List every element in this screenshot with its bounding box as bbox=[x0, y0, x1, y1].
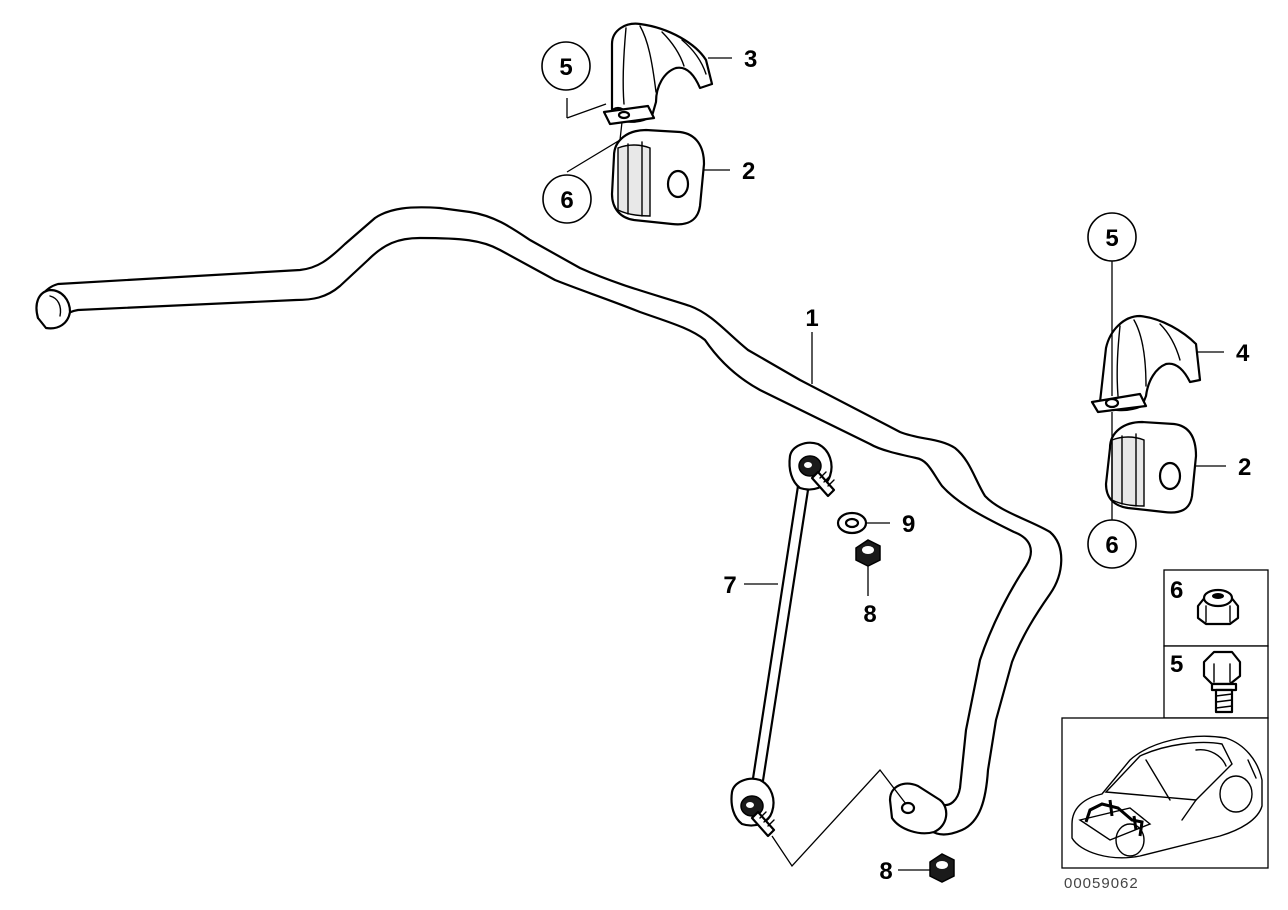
legend-nut: 6 bbox=[1163, 569, 1269, 647]
svg-text:5: 5 bbox=[1105, 225, 1118, 252]
label-nut-link-top: 8 bbox=[863, 601, 876, 628]
label-bracket-right: 4 bbox=[1236, 340, 1250, 367]
stabilizer-location-highlight bbox=[1084, 799, 1144, 837]
bracket-left bbox=[602, 22, 714, 126]
callout-nut-right: 6 bbox=[1087, 519, 1137, 569]
label-washer: 9 bbox=[902, 511, 915, 538]
callout-nut-top: 6 bbox=[542, 174, 592, 224]
svg-text:6: 6 bbox=[1170, 577, 1183, 604]
document-id: 00059062 bbox=[1064, 875, 1139, 892]
stabilizer-bar bbox=[35, 206, 1063, 836]
rubber-mounting-left bbox=[610, 128, 706, 226]
callout-screw-top: 5 bbox=[541, 41, 591, 91]
rubber-mounting-right bbox=[1104, 420, 1198, 514]
stabilizer-link bbox=[730, 441, 836, 838]
nut-link-bottom bbox=[929, 853, 955, 883]
label-nut-link-bottom: 8 bbox=[879, 858, 892, 885]
label-rubber-mounting-right: 2 bbox=[1238, 454, 1251, 481]
legend-screw: 5 bbox=[1163, 645, 1269, 719]
leader-lines bbox=[566, 57, 1226, 871]
washer bbox=[836, 511, 868, 535]
callout-screw-right: 5 bbox=[1087, 212, 1137, 262]
car-outline-icon bbox=[1071, 735, 1263, 859]
svg-text:5: 5 bbox=[559, 54, 572, 81]
label-rubber-mounting-left: 2 bbox=[742, 158, 755, 185]
svg-text:6: 6 bbox=[1105, 532, 1118, 559]
label-bracket-left: 3 bbox=[744, 46, 757, 73]
svg-text:5: 5 bbox=[1170, 651, 1183, 678]
legend-vehicle-location bbox=[1061, 717, 1269, 869]
label-link: 7 bbox=[723, 572, 736, 599]
label-stabilizer-bar: 1 bbox=[805, 305, 818, 332]
svg-text:6: 6 bbox=[560, 187, 573, 214]
nut-link-top bbox=[855, 539, 881, 567]
bracket-right bbox=[1090, 314, 1202, 414]
